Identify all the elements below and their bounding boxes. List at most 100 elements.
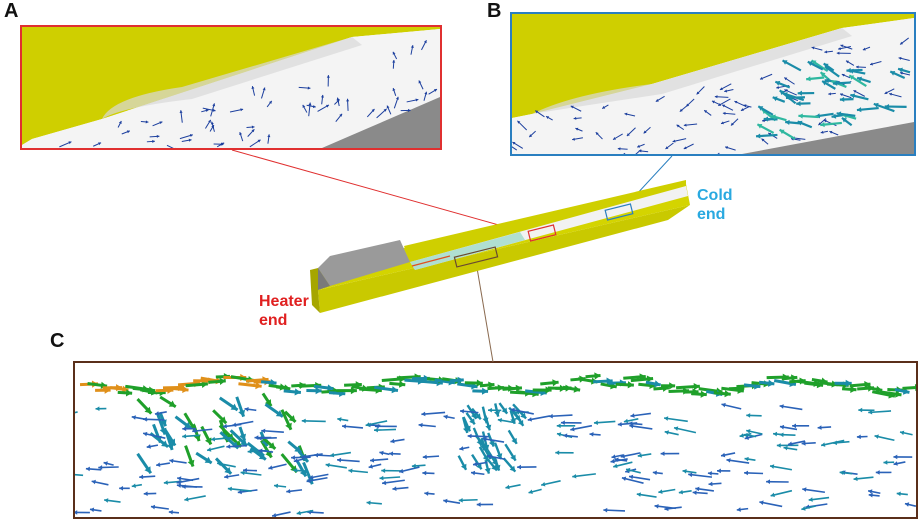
velocity-arrow-head <box>240 439 248 446</box>
velocity-arrow-head <box>159 419 167 427</box>
velocity-arrow-head <box>611 454 616 459</box>
velocity-arrow-head <box>144 406 152 414</box>
velocity-arrow-head <box>392 59 396 63</box>
velocity-arrow-head <box>783 445 788 451</box>
velocity-arrow-head <box>862 47 866 51</box>
velocity-arrow-head <box>346 98 350 102</box>
velocity-arrow-head <box>624 112 628 116</box>
velocity-arrow-head <box>776 85 780 89</box>
velocity-arrow-head <box>422 454 427 460</box>
velocity-arrow-head <box>785 119 790 125</box>
velocity-arrow-head <box>664 416 669 421</box>
velocity-arrow-head <box>517 419 524 426</box>
velocity-arrow-head <box>238 409 246 417</box>
velocity-arrow-head <box>443 414 448 420</box>
velocity-arrow-head <box>168 509 173 515</box>
velocity-arrow-head <box>654 380 661 388</box>
velocity-arrow-head <box>776 443 781 448</box>
velocity-arrow-head <box>707 471 712 476</box>
velocity-arrow-head <box>573 385 581 393</box>
velocity-arrow-head <box>423 40 427 44</box>
velocity-arrow-head <box>494 410 501 417</box>
velocity-arrow-head <box>700 390 707 398</box>
velocity-arrow-head <box>222 423 227 429</box>
velocity-arrow-head <box>374 427 378 433</box>
velocity-arrow-head <box>839 96 845 103</box>
velocity-arrow-head <box>154 411 160 416</box>
velocity-arrow-head <box>398 380 406 388</box>
trough-heater-face <box>318 268 330 290</box>
velocity-arrow-head <box>757 124 763 129</box>
velocity-arrow-head <box>626 467 631 473</box>
velocity-arrow-head <box>491 459 498 466</box>
velocity-arrow-head <box>422 470 427 476</box>
velocity-arrow-head <box>529 134 533 138</box>
velocity-arrow-head <box>244 406 249 412</box>
velocity-arrow-head <box>665 146 669 150</box>
velocity-arrow-head <box>182 426 187 432</box>
velocity-arrow-head <box>623 418 629 424</box>
velocity-arrow-head <box>182 433 187 439</box>
velocity-arrow-head <box>301 418 306 424</box>
velocity-arrow-head <box>617 421 622 427</box>
velocity-arrow-head <box>556 423 561 429</box>
velocity-arrow-head <box>914 383 916 392</box>
velocity-arrow-head <box>890 70 896 76</box>
velocity-arrow-head <box>628 474 634 480</box>
velocity-arrow-head <box>484 467 491 474</box>
velocity-arrow-head <box>858 407 863 413</box>
velocity-arrow-head <box>212 108 216 112</box>
velocity-arrow-head <box>772 96 778 102</box>
velocity-arrow-head <box>184 497 189 502</box>
velocity-arrow-head <box>131 483 136 489</box>
velocity-arrow-head <box>286 488 291 494</box>
velocity-arrow-head <box>688 472 693 478</box>
panel-b-image <box>512 14 914 154</box>
panel-a-inset <box>20 25 442 150</box>
velocity-arrow-head <box>391 386 398 394</box>
velocity-arrow-head <box>870 62 873 66</box>
velocity-arrow-head <box>884 91 888 94</box>
velocity-arrow-head <box>824 50 828 54</box>
velocity-arrow-head <box>163 480 168 485</box>
velocity-arrow-shaft <box>166 144 174 148</box>
velocity-arrow-head <box>307 86 311 90</box>
velocity-arrow-head <box>75 510 78 515</box>
velocity-arrow-head <box>832 80 838 86</box>
velocity-arrow-head <box>189 134 193 137</box>
velocity-arrow-head <box>760 76 763 80</box>
velocity-arrow-shaft <box>75 473 84 477</box>
velocity-arrow-head <box>224 467 232 474</box>
velocity-arrow-head <box>784 77 788 81</box>
velocity-arrow-head <box>717 468 721 474</box>
velocity-arrow-head <box>258 448 263 454</box>
velocity-arrow-head <box>254 435 259 440</box>
velocity-arrow-head <box>187 459 195 467</box>
velocity-arrow-head <box>560 420 565 426</box>
velocity-arrow-head <box>210 121 214 125</box>
velocity-arrow-head <box>240 470 245 476</box>
velocity-arrow-head <box>517 120 521 124</box>
velocity-arrow-head <box>273 483 279 489</box>
velocity-arrow-head <box>744 470 749 476</box>
velocity-arrow-head <box>89 507 95 513</box>
velocity-arrow-head <box>617 147 621 151</box>
velocity-arrow-head <box>603 507 608 513</box>
velocity-arrow-head <box>593 420 598 426</box>
velocity-arrow-head <box>293 458 299 463</box>
velocity-arrow-head <box>874 434 879 439</box>
velocity-arrow-head <box>366 500 371 506</box>
velocity-arrow-head <box>868 409 873 415</box>
velocity-arrow-head <box>904 502 910 507</box>
velocity-arrow-head <box>792 423 796 429</box>
trough-heater-block <box>318 240 410 286</box>
panel-a-white-surface <box>22 29 440 148</box>
velocity-arrow-head <box>527 417 532 422</box>
velocity-arrow-head <box>770 464 775 469</box>
velocity-arrow-head <box>294 388 301 396</box>
trough-model <box>310 180 690 313</box>
velocity-arrow-head <box>156 462 161 467</box>
velocity-arrow-head <box>761 138 765 142</box>
velocity-arrow-head <box>392 51 396 55</box>
velocity-arrow-head <box>146 444 151 449</box>
